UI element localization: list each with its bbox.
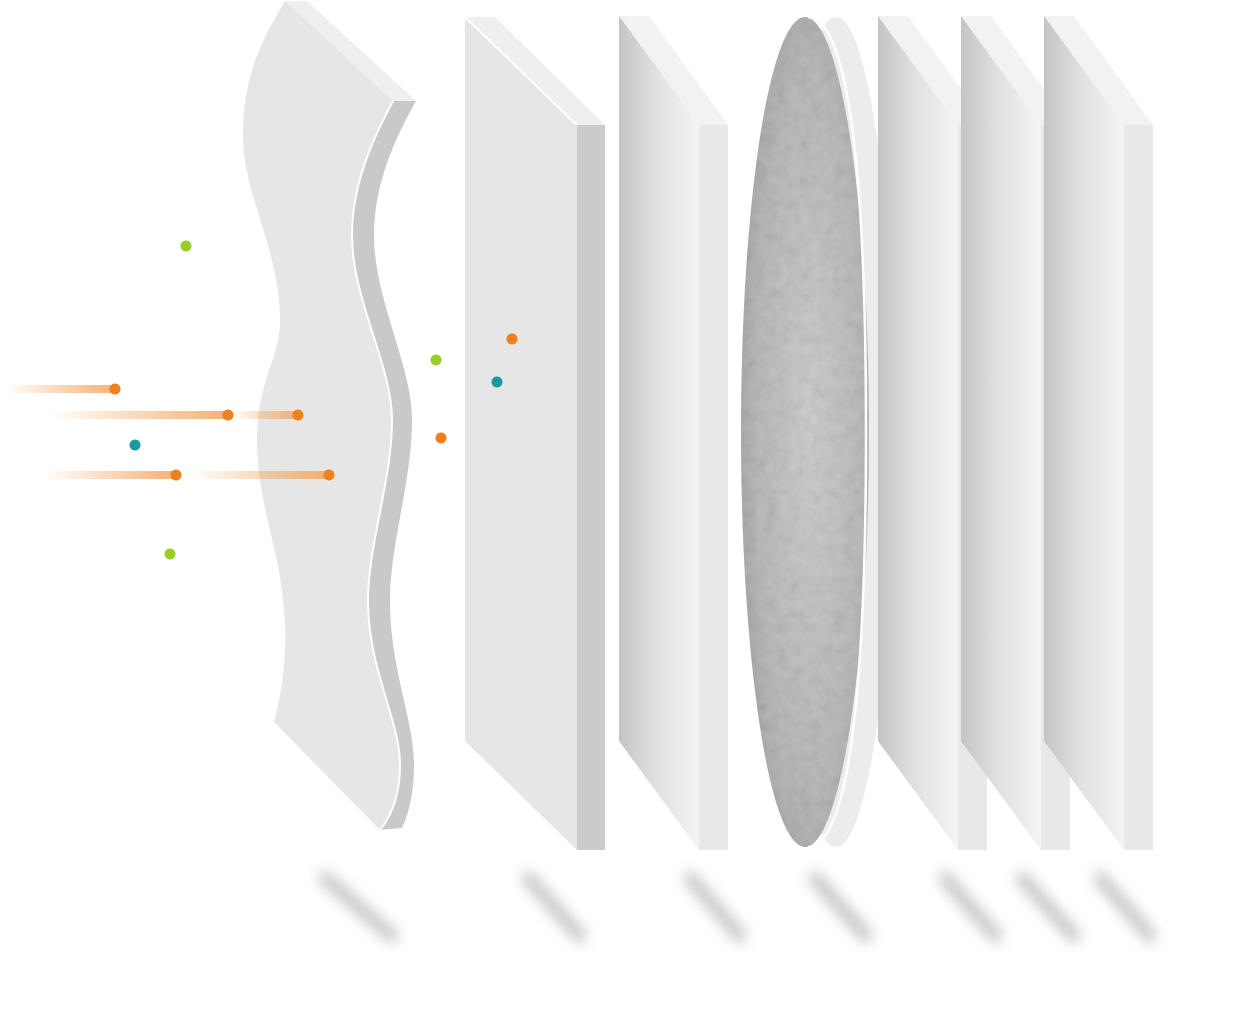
particle-green-7 bbox=[164, 548, 176, 560]
trail-3 bbox=[45, 471, 176, 479]
trail-2 bbox=[50, 411, 228, 419]
panel-layer-3 bbox=[619, 16, 728, 850]
panel-3-top bbox=[619, 16, 728, 125]
shadow-layer-5 bbox=[939, 872, 1002, 942]
panel-7-face bbox=[1044, 16, 1124, 850]
disc-layer-4 bbox=[741, 15, 894, 849]
particle-orange-12 bbox=[435, 432, 447, 444]
disc-face bbox=[741, 17, 869, 847]
panel-2-edge-highlight bbox=[464, 16, 578, 126]
particle-orange-2 bbox=[222, 409, 234, 421]
panel-2-face bbox=[465, 17, 577, 850]
panel-6-face bbox=[961, 16, 1041, 850]
trail-1 bbox=[5, 385, 115, 393]
wave-top-edge bbox=[285, 1, 416, 101]
panel-7-side bbox=[1124, 125, 1153, 850]
trail-5 bbox=[190, 471, 329, 479]
shadow-layer-2 bbox=[522, 872, 586, 942]
panel-2-top bbox=[465, 17, 605, 125]
panel-7-top bbox=[1044, 16, 1153, 125]
floor-shadows bbox=[319, 872, 1156, 942]
particle-green-9 bbox=[430, 354, 442, 366]
shadow-layer-4 bbox=[809, 872, 872, 942]
particle-orange-3 bbox=[292, 409, 304, 421]
particle-orange-5 bbox=[323, 469, 335, 481]
shadow-layer-3 bbox=[684, 872, 746, 942]
particle-trails-right bbox=[190, 411, 329, 479]
disc-rim-highlight bbox=[807, 15, 868, 849]
particles bbox=[109, 240, 518, 560]
particle-teal-8 bbox=[129, 439, 141, 451]
wave-face bbox=[243, 1, 400, 830]
shadow-layer-6 bbox=[1016, 872, 1080, 942]
shadow-layer-7 bbox=[1094, 872, 1156, 942]
wave-filter-layer bbox=[243, 1, 416, 831]
wave-side-edge bbox=[352, 101, 416, 830]
panel-3-side bbox=[699, 125, 728, 850]
shadow-layer-1 bbox=[319, 872, 398, 942]
panel-6-top bbox=[961, 16, 1070, 125]
particle-orange-4 bbox=[170, 469, 182, 481]
wave-highlight bbox=[350, 100, 402, 831]
particle-green-6 bbox=[180, 240, 192, 252]
trail-4 bbox=[232, 411, 298, 419]
panel-layer-2 bbox=[464, 16, 605, 850]
panel-5-face bbox=[878, 16, 958, 850]
panel-5-top bbox=[878, 16, 987, 125]
panel-layer-7 bbox=[1044, 16, 1153, 850]
particle-trails bbox=[5, 385, 228, 479]
panel-2-side bbox=[577, 125, 605, 850]
particle-teal-11 bbox=[491, 376, 503, 388]
panel-3-face bbox=[619, 16, 699, 850]
particle-orange-10 bbox=[506, 333, 518, 345]
particle-orange-1 bbox=[109, 383, 121, 395]
